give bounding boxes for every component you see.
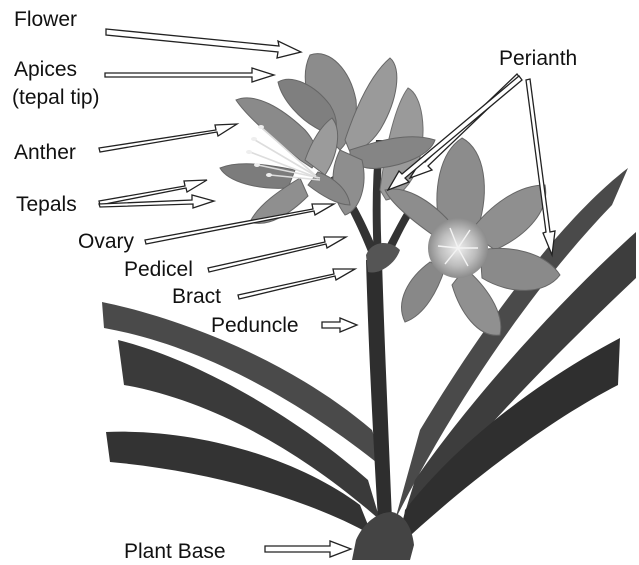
label-pedicel: Pedicel [124,258,193,281]
label-peduncle: Peduncle [211,314,299,337]
label-anther: Anther [14,141,76,164]
leaf-left-bottom [106,432,372,535]
label-apices: Apices [14,58,77,81]
open-tepal-bottom-left [402,262,445,322]
label-tepals: Tepals [16,193,77,216]
label-ovary: Ovary [78,230,134,253]
label-apices-sub: (tepal tip) [12,86,100,109]
peduncle-stem [366,260,392,520]
arrow-plant-base [265,541,351,557]
arrow-anther [99,124,237,152]
arrow-flower [106,29,301,58]
arrow-apices [105,68,274,82]
label-bract: Bract [172,285,221,308]
arrow-pedicel [208,237,346,272]
arrow-perianth-right [526,79,555,255]
label-perianth: Perianth [499,47,577,70]
leaves [102,168,636,545]
arrow-bract [238,269,355,299]
arrow-peduncle [322,318,357,332]
arrow-ovary [145,204,334,244]
label-plant-base: Plant Base [124,540,226,563]
label-flower: Flower [14,8,77,31]
